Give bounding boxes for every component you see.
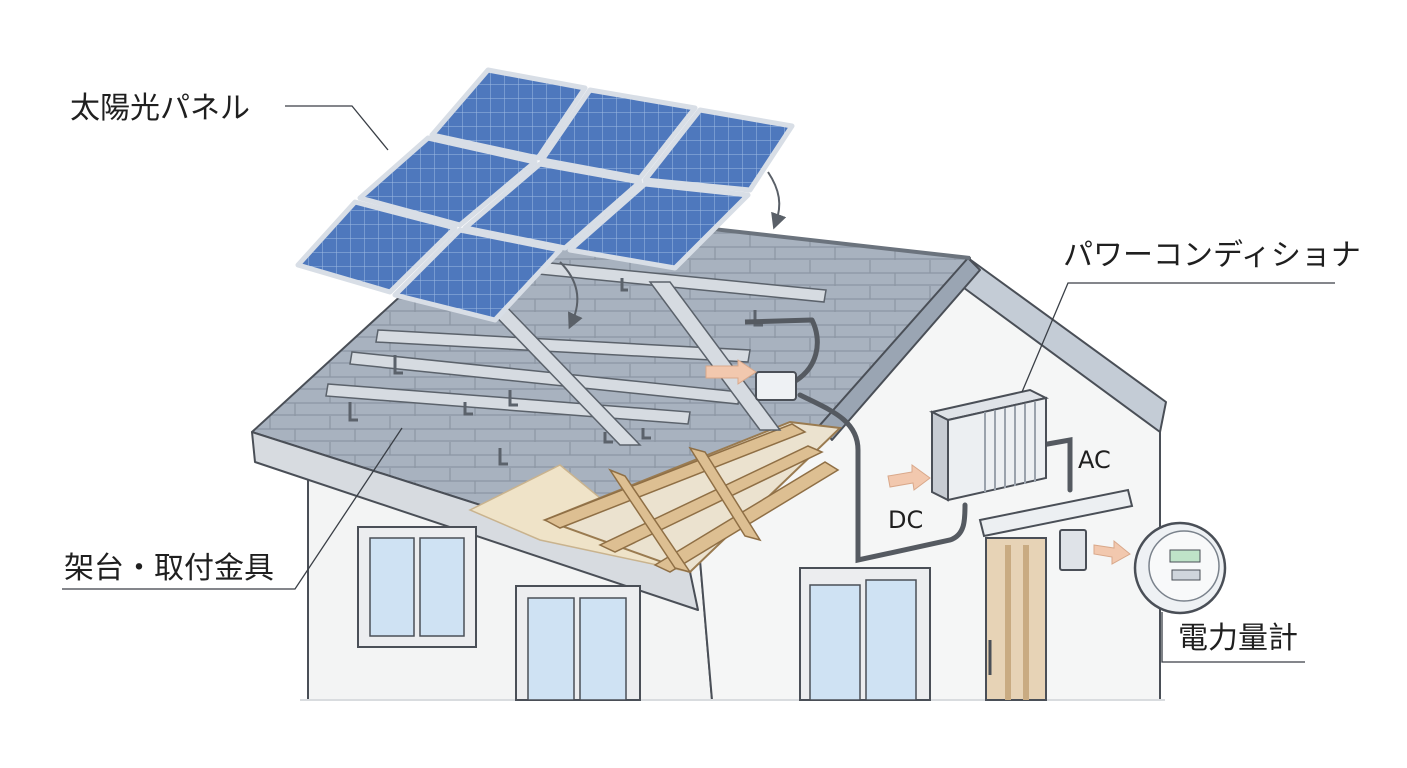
roof-frame [542, 420, 843, 574]
door [985, 537, 1047, 701]
junction-box [755, 371, 797, 401]
flow-arrows [705, 359, 1131, 565]
install-arrows [559, 171, 787, 330]
mounting-rails [325, 261, 827, 446]
windows [357, 526, 931, 701]
flow-arrow [887, 464, 931, 491]
wiring [744, 317, 1073, 564]
breaker-box [1059, 529, 1087, 571]
label-solar-panel: 太陽光パネル [70, 91, 250, 126]
callout-line-meter [1161, 612, 1305, 663]
label-dc: DC [888, 506, 923, 534]
label-ac: AC [1078, 446, 1111, 474]
callout-line-power-conditioner [1021, 282, 1335, 393]
label-meter: 電力量計 [1178, 621, 1298, 656]
window [357, 526, 477, 648]
electricity-meter [1133, 521, 1227, 615]
mounting-brackets [348, 278, 763, 466]
solar-panel [357, 135, 538, 228]
solar-panel [462, 161, 643, 251]
ac-cable [1039, 437, 1073, 493]
window [799, 567, 931, 701]
solar-panel [392, 227, 563, 323]
callout-line-mount [62, 427, 403, 590]
callout-line-solar-panel [285, 105, 389, 151]
window [515, 585, 641, 701]
entrance [978, 488, 1134, 701]
flow-arrow [705, 359, 757, 385]
solar-panel [567, 181, 751, 271]
flow-arrow [1093, 539, 1131, 565]
solar-panel [539, 87, 698, 181]
power-conditioner [929, 388, 1049, 502]
label-mount: 架台・取付金具 [64, 551, 274, 586]
solar-panel [642, 107, 795, 193]
solar-panel [295, 199, 458, 295]
callout-lines [62, 105, 1335, 663]
solar-panel-array [295, 67, 795, 323]
label-power-conditioner: パワーコンディショナ [1063, 238, 1361, 273]
solar-panel [429, 67, 588, 161]
